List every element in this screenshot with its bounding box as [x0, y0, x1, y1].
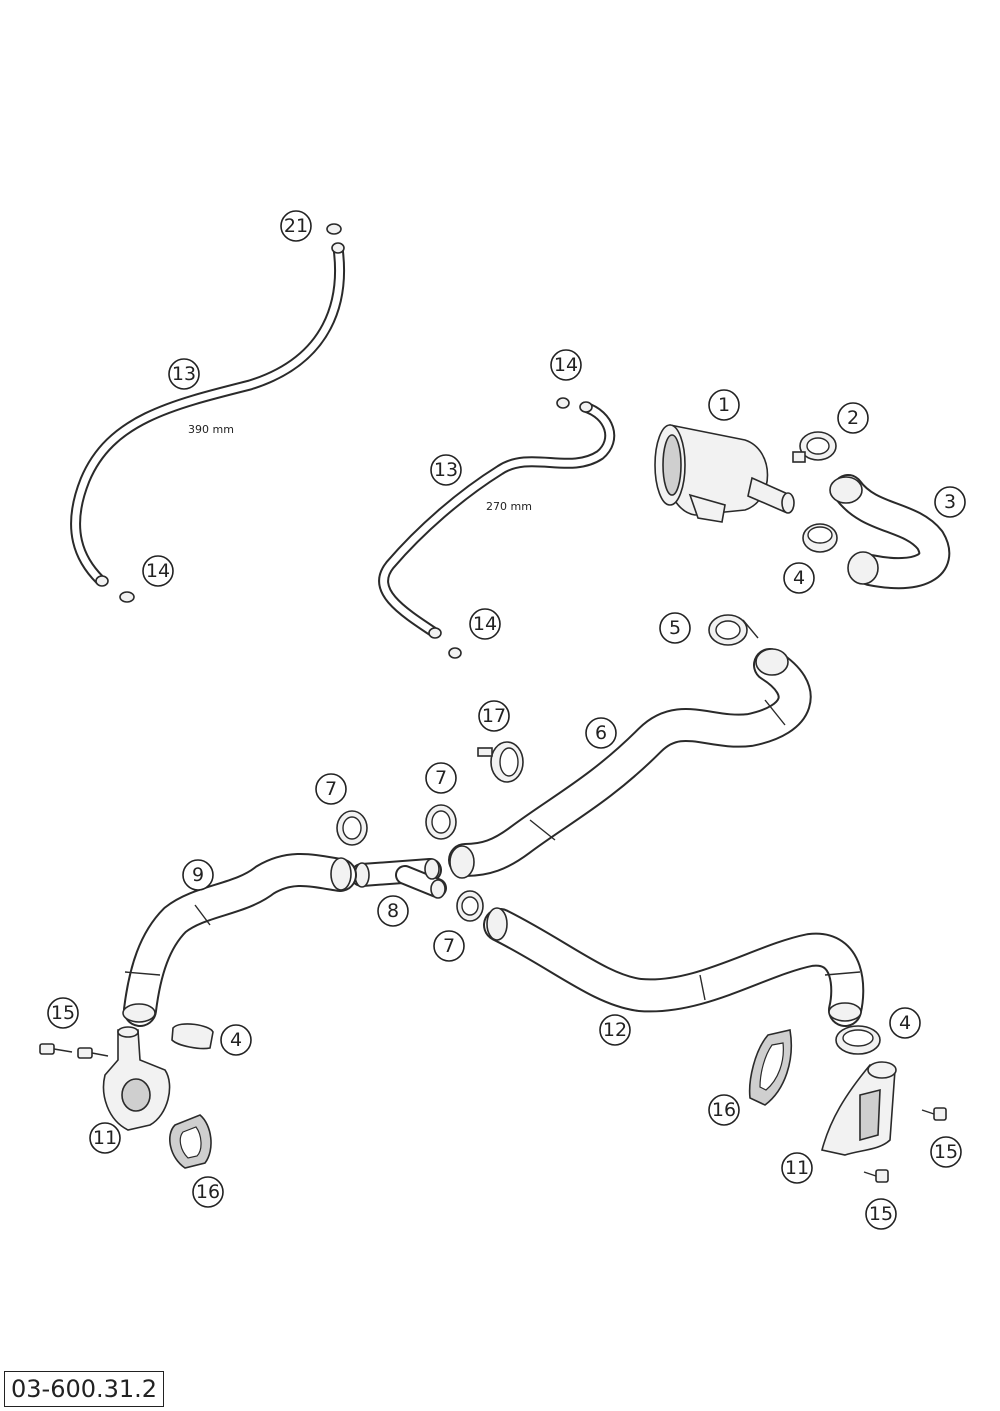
part-7-clamp-b [425, 804, 457, 840]
part-16-gasket-right [748, 1029, 793, 1106]
svg-text:4: 4 [793, 567, 805, 589]
svg-text:14: 14 [554, 354, 578, 376]
callout-13-b: 13 [430, 454, 462, 486]
callout-3: 3 [934, 486, 966, 518]
part-6-hose [448, 648, 812, 879]
part-17-clamp [477, 741, 524, 783]
svg-text:21: 21 [284, 215, 308, 237]
svg-text:14: 14 [146, 560, 170, 582]
svg-text:7: 7 [443, 935, 455, 957]
callout-11-left: 11 [89, 1122, 121, 1154]
svg-text:8: 8 [387, 900, 399, 922]
svg-text:4: 4 [899, 1012, 911, 1034]
part-3-hose [829, 474, 951, 590]
svg-text:15: 15 [51, 1002, 75, 1024]
svg-text:16: 16 [712, 1099, 736, 1121]
clamp-14-b [556, 397, 570, 409]
callout-11-right: 11 [781, 1152, 813, 1184]
svg-text:13: 13 [434, 459, 458, 481]
part-4-clamp-top [802, 523, 838, 553]
callout-13-a: 13 [168, 358, 200, 390]
callout-7-b: 7 [425, 762, 457, 794]
svg-text:11: 11 [785, 1157, 809, 1179]
svg-text:12: 12 [603, 1019, 627, 1041]
hose-13-short [378, 401, 616, 639]
callout-15-right-top: 15 [930, 1136, 962, 1168]
callout-12: 12 [599, 1014, 631, 1046]
clamp-14-a [119, 591, 135, 603]
svg-text:16: 16 [196, 1181, 220, 1203]
callout-16-right: 16 [708, 1094, 740, 1126]
svg-text:15: 15 [869, 1203, 893, 1225]
part-2-clamp [792, 431, 837, 463]
svg-text:7: 7 [435, 767, 447, 789]
callout-9: 9 [182, 859, 214, 891]
callout-5: 5 [659, 612, 691, 644]
part-7-clamp-c [456, 890, 484, 922]
dimension-390: 390 mm [188, 423, 234, 436]
part-11-cover-right [821, 1061, 897, 1156]
dimension-270: 270 mm [486, 500, 532, 513]
svg-text:4: 4 [230, 1029, 242, 1051]
callout-15-left: 15 [47, 997, 79, 1029]
callout-4-left: 4 [220, 1024, 252, 1056]
part-4-clamp-right [835, 1025, 881, 1055]
part-15-bolts-right [863, 1107, 947, 1183]
callout-7-a: 7 [315, 773, 347, 805]
callout-21: 21 [280, 210, 312, 242]
svg-text:14: 14 [473, 613, 497, 635]
svg-text:5: 5 [669, 617, 681, 639]
svg-text:7: 7 [325, 778, 337, 800]
callout-4-top: 4 [783, 562, 815, 594]
clamp-14-c [448, 647, 462, 659]
part-5-clamp [708, 614, 759, 646]
svg-text:9: 9 [192, 864, 204, 886]
part-12-hose [483, 907, 865, 1027]
svg-text:1: 1 [718, 394, 730, 416]
part-11-cover-left [102, 1026, 171, 1131]
part-4-clamp-left [171, 1023, 214, 1050]
callout-14-b: 14 [550, 349, 582, 381]
svg-text:17: 17 [482, 705, 506, 727]
part-15-bolts-left [39, 1043, 109, 1059]
hose-13-long [70, 242, 346, 587]
clamp-21 [326, 223, 342, 235]
callout-15-right-bottom: 15 [865, 1198, 897, 1230]
svg-text:11: 11 [93, 1127, 117, 1149]
svg-text:2: 2 [847, 407, 859, 429]
callout-4-right: 4 [889, 1007, 921, 1039]
part-1-housing [654, 424, 795, 523]
callout-16-left: 16 [192, 1176, 224, 1208]
part-7-clamp-a [336, 810, 368, 846]
diagram-code: 03-600.31.2 [4, 1371, 165, 1407]
callout-8: 8 [377, 895, 409, 927]
callout-7-c: 7 [433, 930, 465, 962]
callout-2: 2 [837, 402, 869, 434]
part-9-hose [122, 853, 357, 1027]
callout-1: 1 [708, 389, 740, 421]
svg-text:6: 6 [595, 722, 607, 744]
part-8-connector [350, 858, 447, 899]
svg-text:3: 3 [944, 491, 956, 513]
part-16-gasket-left [169, 1114, 212, 1169]
callout-17: 17 [478, 700, 510, 732]
callout-14-a: 14 [142, 555, 174, 587]
callout-6: 6 [585, 717, 617, 749]
svg-text:15: 15 [934, 1141, 958, 1163]
callout-14-c: 14 [469, 608, 501, 640]
svg-text:13: 13 [172, 363, 196, 385]
